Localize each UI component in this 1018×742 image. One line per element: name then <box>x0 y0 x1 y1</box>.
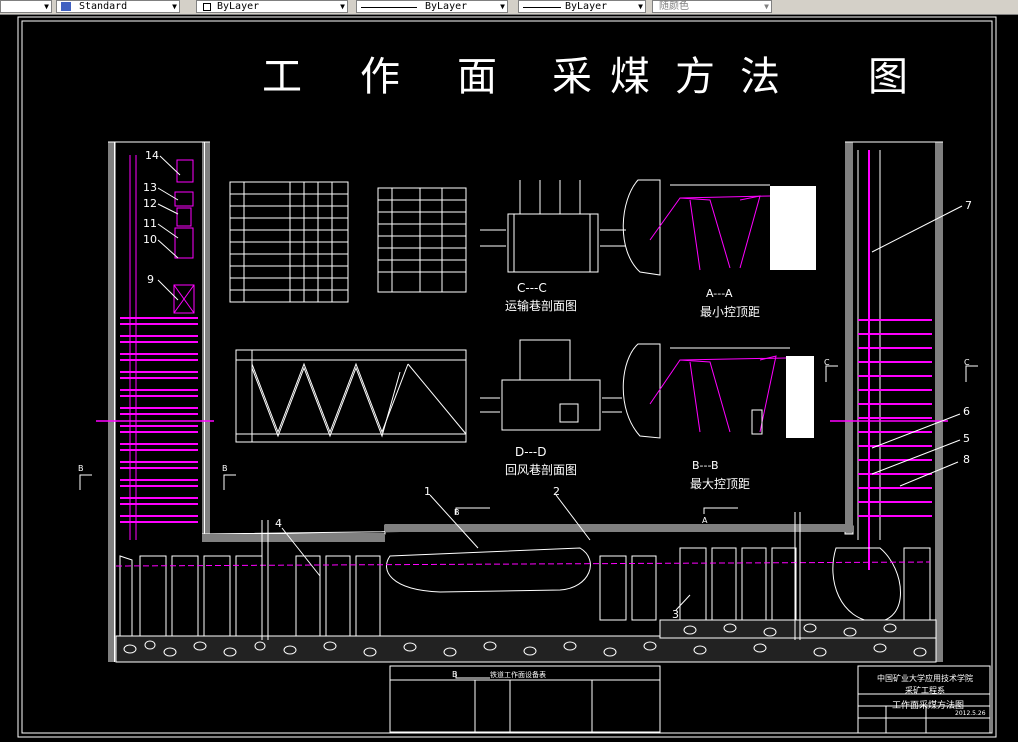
leader-lines <box>157 155 963 611</box>
right-supports <box>830 150 948 570</box>
rubble-pattern <box>123 623 927 657</box>
floor-rubble <box>115 635 937 663</box>
callout-3: 3 <box>672 608 679 621</box>
floor-rubble-right <box>659 619 937 639</box>
section-dd-label: D---D <box>515 445 547 459</box>
section-marker-c-right: C <box>964 358 970 367</box>
linetype-dropdown[interactable]: ByLayer ▼ <box>356 0 508 13</box>
section-marker-b-left: B <box>78 464 84 473</box>
callout-1: 1 <box>424 485 431 498</box>
section-bb <box>622 343 814 439</box>
color-swatch-icon <box>203 3 211 11</box>
plot-style-dropdown[interactable]: 随颜色 ▼ <box>652 0 772 13</box>
section-marker-b-top: B <box>454 508 460 517</box>
chevron-down-icon: ▼ <box>172 2 177 11</box>
line-sample-icon <box>361 7 417 8</box>
text-style-value: Standard <box>79 1 128 12</box>
chevron-down-icon: ▼ <box>638 2 643 11</box>
section-marker-c-left: C <box>824 358 830 367</box>
table-2 <box>377 187 467 293</box>
title-char: 法 <box>740 54 780 100</box>
left-equipment <box>129 155 195 540</box>
bottom-table-title: 铁道工作面设备表 <box>490 671 546 679</box>
callout-10: 10 <box>143 233 157 246</box>
cycle-chart <box>235 349 467 443</box>
text-style-icon <box>61 2 71 11</box>
section-dd <box>480 339 622 431</box>
callout-14: 14 <box>145 149 159 162</box>
section-marker-b-bottom: B <box>452 670 458 679</box>
chevron-down-icon: ▼ <box>500 2 505 11</box>
bottom-table <box>389 665 661 733</box>
section-aa-caption: 最小控顶距 <box>700 305 761 319</box>
section-marker-b-right: B <box>222 464 228 473</box>
callout-11: 11 <box>143 217 157 230</box>
section-markers <box>79 365 978 679</box>
chevron-down-icon: ▼ <box>44 2 49 11</box>
section-aa-label: A---A <box>706 287 733 300</box>
plot-style-value: 随颜色 <box>659 1 689 12</box>
layer-dropdown[interactable]: ByLayer ▼ <box>196 0 348 13</box>
title-char: 面 <box>457 54 497 100</box>
text-style-dropdown[interactable]: Standard ▼ <box>56 0 180 13</box>
face-line <box>115 561 931 567</box>
right-roadway <box>845 141 943 662</box>
title-block-department: 采矿工程系 <box>905 686 945 695</box>
title-char: 煤 <box>610 54 650 100</box>
section-cc <box>480 180 626 273</box>
title-char: 采 <box>552 54 592 100</box>
goaf-cribs <box>119 547 931 637</box>
face-top-wall-right <box>385 524 853 532</box>
lineweight-value: ByLayer <box>565 1 608 12</box>
title-block-university: 中国矿业大学应用技术学院 <box>877 674 973 683</box>
section-bb-label: B---B <box>692 459 719 472</box>
title-char: 图 <box>868 54 908 100</box>
callout-12: 12 <box>143 197 157 210</box>
linetype-value: ByLayer <box>425 1 468 12</box>
section-cc-label: C---C <box>517 281 547 295</box>
section-marker-a: A <box>702 516 708 525</box>
title-char: 工 <box>262 54 302 100</box>
title-char: 作 <box>360 54 400 100</box>
callout-7: 7 <box>965 199 972 212</box>
section-cc-caption: 运输巷剖面图 <box>505 299 578 313</box>
drawing-inner-frame <box>21 20 993 734</box>
drawing-canvas[interactable]: 工 作 面 采 煤 方 法 图 C---C 运输巷剖面图 D---D 回风巷剖面… <box>0 15 1018 742</box>
callout-2: 2 <box>553 485 560 498</box>
left-supports <box>96 317 214 523</box>
left-roadway <box>108 141 210 662</box>
drawing-svg <box>17 16 997 738</box>
title-block-date: 2012.5.26 <box>955 710 986 717</box>
lineweight-dropdown[interactable]: ByLayer ▼ <box>518 0 646 13</box>
callout-9: 9 <box>147 273 154 286</box>
callout-5: 5 <box>963 432 970 445</box>
callout-6: 6 <box>963 405 970 418</box>
face-top-wall-left <box>202 534 385 542</box>
title-char: 方 <box>675 54 715 100</box>
callout-8: 8 <box>963 453 970 466</box>
chevron-down-icon: ▼ <box>340 2 345 11</box>
line-sample-icon <box>523 7 561 8</box>
section-dd-caption: 回风巷剖面图 <box>505 463 578 477</box>
toolbar: ▼ Standard ▼ ByLayer ▼ ByLayer ▼ ByLayer… <box>0 0 1018 15</box>
table-1 <box>229 181 349 303</box>
toolbar-dropdown-prev[interactable]: ▼ <box>0 0 52 13</box>
layer-value: ByLayer <box>217 1 260 12</box>
title-block <box>857 665 991 734</box>
section-bb-caption: 最大控顶距 <box>690 477 751 491</box>
drawing-frame <box>17 16 997 738</box>
callout-4: 4 <box>275 517 282 530</box>
chevron-down-icon: ▼ <box>764 2 769 11</box>
title-block-drawing-name: 工作面采煤方法图 <box>892 701 965 711</box>
section-aa <box>622 179 816 276</box>
callout-13: 13 <box>143 181 157 194</box>
